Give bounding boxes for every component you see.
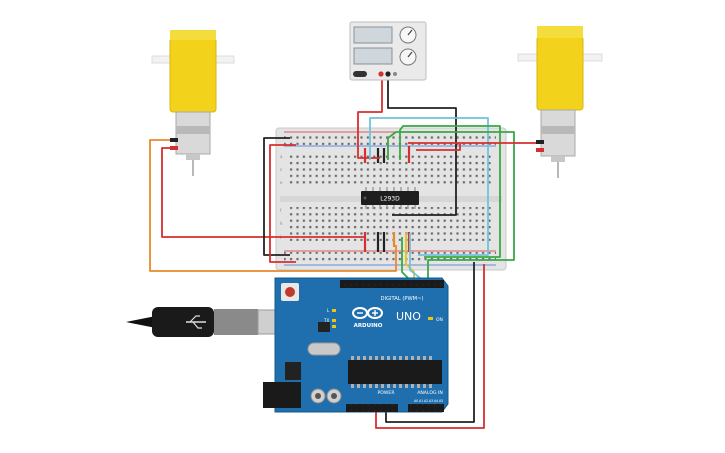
power-label: POWER	[377, 390, 395, 396]
crystal-oscillator	[307, 342, 341, 356]
l-label: L	[327, 308, 330, 313]
power-switch[interactable]	[353, 71, 367, 77]
row-letter-e: e	[280, 180, 283, 185]
wire-supply-positive[interactable]	[357, 75, 383, 159]
usb-cable[interactable]	[126, 307, 301, 337]
l-led	[332, 309, 336, 312]
wire-right-motor-red-2[interactable]	[416, 144, 461, 151]
atmega-chip	[348, 360, 442, 384]
board-jumpers[interactable]	[363, 146, 411, 252]
wire-green-2[interactable]	[387, 131, 515, 280]
wire-rail-black[interactable]	[263, 137, 290, 256]
lower-terminal-strip[interactable]	[288, 207, 494, 241]
analog-pin-a4: A4	[434, 399, 438, 403]
bottom-power-rail[interactable]	[284, 252, 496, 264]
arduino-logo	[352, 307, 383, 319]
motor-left-terminal-1[interactable]	[170, 138, 178, 142]
analog-pin-a2: A2	[424, 399, 428, 403]
wire-green-1[interactable]	[399, 125, 501, 258]
digital-label: DIGITAL (PWM~)	[380, 296, 423, 302]
top-power-rail[interactable]	[284, 133, 496, 145]
row-letter-a: a	[280, 154, 283, 159]
wire-left-motor-orange[interactable]	[149, 139, 397, 272]
motor-left[interactable]	[151, 30, 235, 176]
analog-pin-a5: A5	[439, 399, 443, 403]
wire-cyan[interactable]	[369, 117, 489, 256]
wire-rail-red[interactable]	[269, 144, 296, 263]
analog-pin-a0: A0	[414, 399, 418, 403]
current-display	[353, 47, 393, 65]
arduino-uno[interactable]: DIGITAL (PWM~) ARDUINO UNO ON L TX RX	[263, 277, 449, 413]
wire-supply-negative[interactable]	[387, 75, 457, 216]
voltage-display	[353, 26, 393, 44]
analog-label: ANALOG IN	[417, 390, 443, 396]
usb-chip	[318, 322, 330, 332]
brand-label: ARDUINO	[354, 323, 383, 329]
wire-arduino-gnd[interactable]	[385, 262, 475, 423]
row-letter-h: h	[280, 221, 283, 226]
motor-right-terminal-1[interactable]	[536, 140, 544, 144]
ground-terminal[interactable]	[393, 72, 397, 76]
motor-left-terminal-2[interactable]	[170, 146, 178, 150]
dc-power-jack[interactable]	[263, 382, 301, 408]
tx-led	[332, 319, 336, 322]
analog-pin-a1: A1	[419, 399, 423, 403]
upper-terminal-strip[interactable]	[288, 153, 494, 187]
tx-label: TX	[323, 318, 329, 323]
motor-right[interactable]	[517, 26, 603, 178]
wire-arduino-5v[interactable]	[375, 264, 485, 429]
row-letter-f: f	[280, 208, 282, 213]
analog-pin-a3: A3	[429, 399, 433, 403]
voltage-regulator	[285, 362, 301, 380]
on-label: ON	[436, 317, 443, 323]
on-led	[428, 317, 433, 320]
negative-terminal[interactable]	[385, 71, 391, 77]
chip-label: L293D	[380, 196, 400, 203]
positive-terminal[interactable]	[378, 71, 384, 77]
model-label: UNO	[396, 310, 421, 323]
motor-right-terminal-2[interactable]	[536, 148, 544, 152]
rx-led	[332, 325, 336, 328]
power-supply[interactable]	[349, 21, 427, 81]
row-letter-c: c	[280, 167, 282, 172]
l293d-chip[interactable]: L293D	[361, 187, 419, 209]
